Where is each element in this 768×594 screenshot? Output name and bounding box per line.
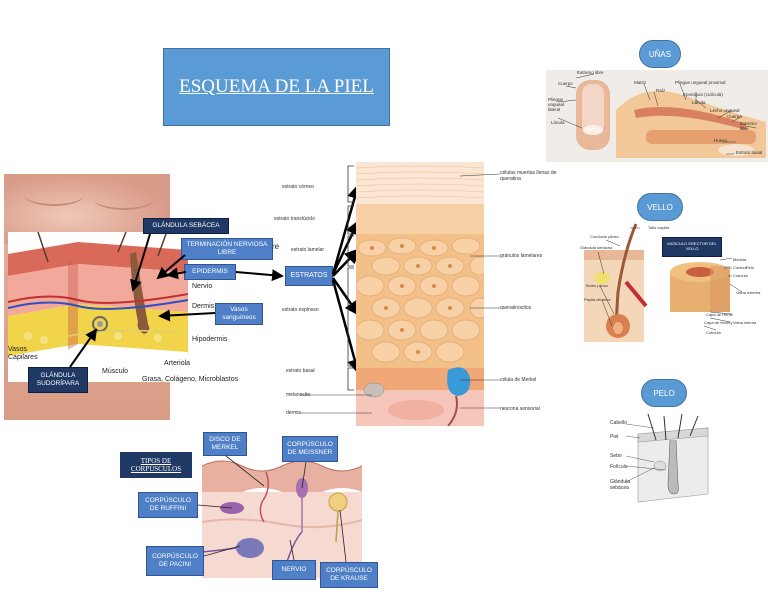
nail-label-raiz: Raíz — [656, 88, 666, 93]
label-epidermis: EPIDERMIS — [184, 264, 236, 280]
nail-label-extremo-libre-2: Extremo libre — [740, 121, 757, 131]
label-meissner: CORPÚSCULO DE MEISSNER — [282, 436, 338, 462]
estrato-basal-label: estrato basal — [286, 368, 315, 374]
vello-label-henle: Capa de Henle — [706, 312, 733, 317]
label-nervio: NERVIO — [272, 560, 316, 580]
corpusculos-heading: TIPOS DE CORPÚSCULOS — [120, 452, 192, 478]
vello-label-conducto: Conducto piloso — [590, 234, 619, 239]
pill-unas: UÑAS — [639, 40, 681, 68]
epidermis-strata-illustration — [356, 162, 484, 426]
nail-label-cuerpo: Cuerpo — [558, 81, 573, 86]
queratinocitos-label: queratinocitos — [500, 305, 532, 311]
vello-label-pelo: Pelo — [746, 265, 755, 270]
skin-label-musculo: Músculo — [102, 368, 129, 375]
pelo-label-foliculo: Folículo — [610, 464, 628, 470]
nail-label-extremo-libre: Extremo libre — [577, 70, 604, 75]
skin-label-nervio: Nervio — [192, 283, 213, 290]
nail-label-hueso: Hueso — [714, 138, 728, 143]
vello-label-bulbo: Bulbo piloso — [586, 283, 608, 288]
nail-label-matriz: Matriz — [634, 80, 647, 85]
vello-label-glandula: Glándula sebácea — [580, 245, 613, 250]
nail-label-lunula: Lúnula — [551, 120, 565, 125]
label-disco-merkel: DISCO DE MERKEL — [203, 432, 247, 456]
vello-label-vaina-interna: Vaina interna — [733, 320, 757, 325]
vello-label-medula: Médula — [733, 257, 747, 262]
nail-label-lecho: Lecho ungueal — [710, 108, 740, 113]
vello-label-corteza: Corteza — [733, 265, 748, 270]
melanocito-label: melanocito — [286, 392, 311, 398]
nail-label-pliegue-lateral: Pliegue ungueal lateral — [548, 97, 565, 112]
skin-label-hipodermis: Hipodermis — [192, 336, 228, 343]
nail-label-eponiquio: Eponiquio (cutícula) — [683, 92, 723, 97]
dermis-strata-label: dermis — [286, 410, 302, 416]
skin-label-dermis: Dermis — [192, 303, 215, 310]
page-title-box: ESQUEMA DE LA PIEL — [163, 48, 390, 126]
estrato-translucido-label: estrato translúcido — [274, 216, 315, 222]
hair-follicle-illustration — [608, 414, 718, 506]
strata-left-lines — [300, 394, 372, 414]
label-musculo-erector: MÚSCULO ERECTOR DEL VELLO — [662, 237, 722, 257]
neurona-sensorial-label: neurona sensorial — [500, 406, 540, 412]
label-vasos-sanguineos: Vasos sanguíneos — [215, 303, 263, 325]
label-terminacion-nerviosa: TERMINACIÓN NERVIOSA LIBRE — [181, 238, 273, 260]
skin-label-vasos-capilares: Vasos Capilares — [8, 346, 38, 361]
label-glandula-sebacea: GLÁNDULA SEBÁCEA — [143, 218, 229, 234]
nail-label-estrato-basal: Estrato basal — [736, 150, 763, 155]
skin-label-re: re — [272, 242, 280, 251]
vello-label-cuticula: Cutícula — [733, 273, 748, 278]
vello-label-tallo: Tallo capilar — [648, 225, 670, 230]
vello-label-vaina-externa: Vaina externa — [736, 290, 761, 295]
granulos-lamelares-label: gránulos lamelares — [500, 253, 543, 259]
pelo-label-glandula: Glándula sebácea — [610, 479, 631, 491]
pill-pelo: PELO — [641, 379, 687, 407]
estrato-espinoso-label: estrato espinoso — [282, 307, 319, 313]
skin-label-grasa: Grasa, Colágeno, Microblastos — [142, 376, 239, 383]
label-glandula-sudoripara: GLÁNDULA SUDORÍPARA — [28, 367, 88, 393]
estrato-corneo-label: estrato córneo — [282, 184, 314, 190]
pelo-label-piel: Piel — [610, 434, 619, 440]
label-pacini: CORPÚSCULO DE PACINI — [146, 546, 204, 576]
label-estratos: ESTRATOS — [285, 266, 333, 286]
nail-label-pliegue-proximal: Pliegue ungueal proximal — [675, 80, 726, 85]
nail-illustration — [546, 70, 768, 162]
pelo-label-sebo: Sebo — [610, 453, 622, 459]
label-ruffini: CORPÚSCULO DE RUFFINI — [138, 492, 198, 518]
page-title: ESQUEMA DE LA PIEL — [179, 76, 374, 98]
pill-vello: VELLO — [637, 193, 683, 221]
strata-brackets — [347, 165, 354, 391]
label-krause: CORPÚSCULO DE KRAUSE — [320, 562, 378, 588]
skin-label-arteriola: Arteriola — [164, 360, 191, 367]
nail-label-lunula-2: Lúnula — [692, 100, 706, 105]
vello-label-cuticula-2: Cutícula — [706, 330, 721, 335]
pelo-label-cabello: Cabello — [610, 420, 627, 426]
celula-merkel-label: célula de Merkel — [500, 377, 537, 383]
vello-label-papila: Papila dérmica — [584, 297, 611, 302]
strata-right-lines — [460, 173, 500, 409]
vello-label-huxley: Capa de Huxley — [704, 320, 733, 325]
estrato-lamelar-label: estrato lamelar — [291, 247, 325, 253]
nail-label-cuerpo-2: Cuerpo — [727, 114, 742, 119]
celulas-muertas-label: células muertas llenas de queratina — [500, 170, 557, 182]
skin-cross-section — [8, 232, 190, 382]
